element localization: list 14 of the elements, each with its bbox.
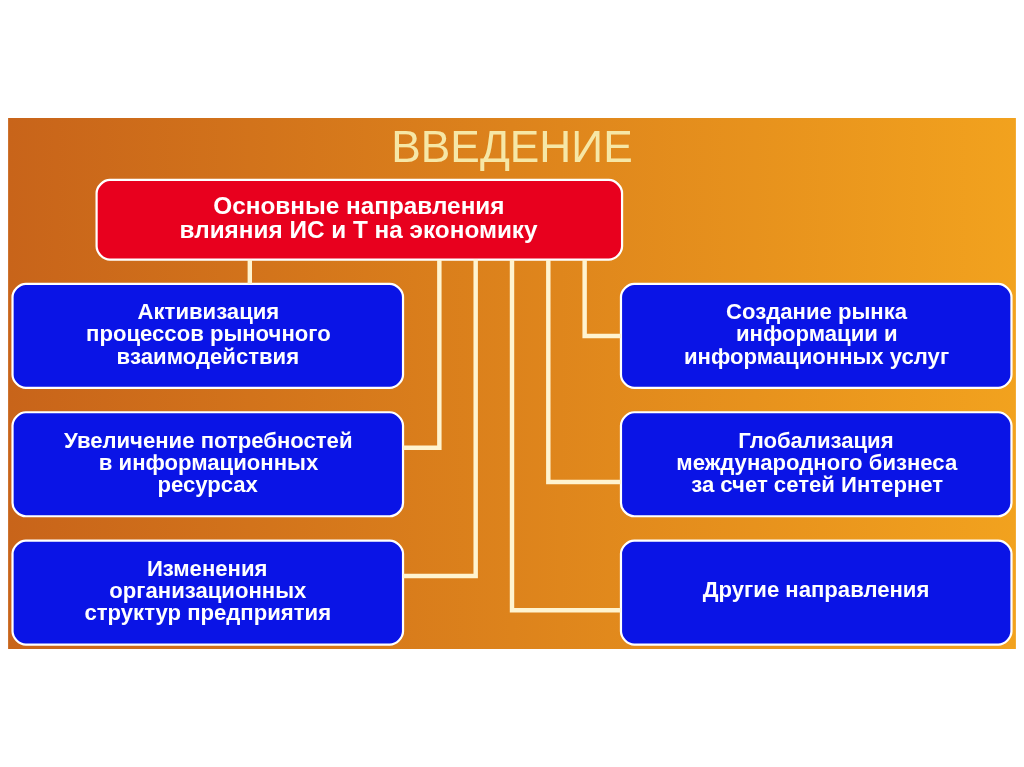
node-box: Другие направления [619,539,1013,646]
node-box: Глобализация международного бизнеса за счет сетей Интернет [619,411,1013,518]
connector [247,259,253,284]
connector [546,259,621,485]
connector [582,259,621,339]
connector [403,260,442,450]
node-box: Создание рынка информации и информационных услуг [619,282,1013,390]
node-box: Увеличение потребностей в информационных ресурсах [11,411,405,518]
connector [403,259,478,579]
diagram-title: ВВЕДЕНИЕ [391,122,633,172]
node-box: Основные направления влияния ИС и Т на экономику [95,178,624,261]
node-box: Изменения организационных структур предприятия [11,539,405,646]
connector [509,259,621,613]
node-box: Активизация процессов рыночного взаимодействия [11,282,405,390]
